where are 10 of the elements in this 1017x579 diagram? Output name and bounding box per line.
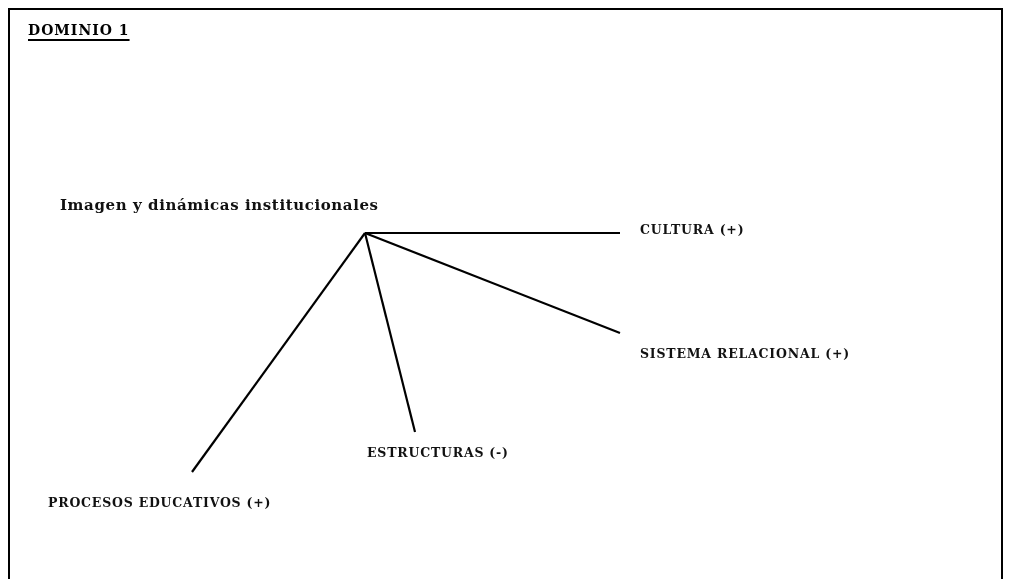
- category-text: SISTEMA RELACIONAL (+): [620, 333, 850, 361]
- connector-line: [364, 231, 621, 335]
- connector-line: [191, 232, 366, 473]
- category-text: ESTRUCTURAS (-): [367, 432, 509, 460]
- heading: DOMINIO 1: [28, 22, 130, 38]
- category-text: CULTURA (+): [620, 222, 745, 237]
- connector-line: [363, 232, 417, 433]
- central-concept-text: Imagen y dinámicas institucionales: [60, 196, 379, 232]
- connector-line: [365, 231, 620, 235]
- category-text: PROCESOS EDUCATIVOS (+): [48, 472, 272, 510]
